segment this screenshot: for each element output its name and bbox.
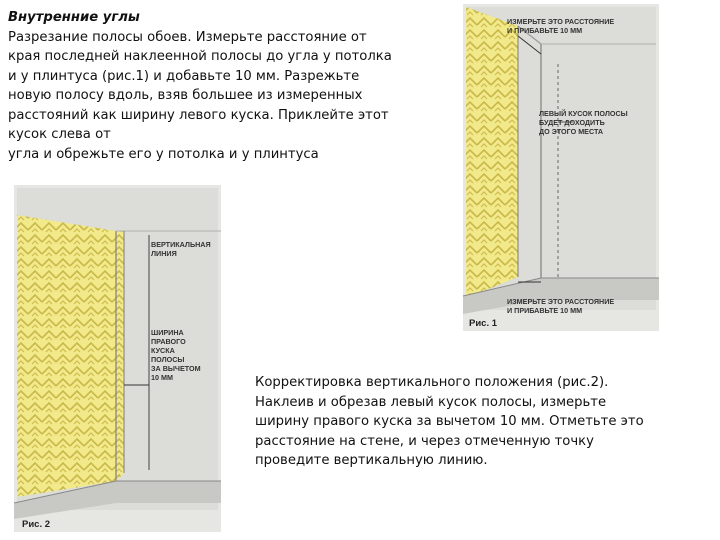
intro-paragraph: Разрезание полосы обоев. Измерьте рассто… — [8, 29, 392, 162]
fig1-mid-label-3: ДО ЭТОГО МЕСТА — [539, 127, 603, 136]
fig2-width-label-3: КУСКА — [151, 346, 175, 355]
fig2-width-label-2: ПРАВОГО — [151, 337, 186, 346]
figure-2-illustration: ВЕРТИКАЛЬНАЯ ЛИНИЯ ШИРИНА ПРАВОГО КУСКА … — [14, 185, 221, 532]
fig2-vertical-label-1: ВЕРТИКАЛЬНАЯ — [151, 240, 211, 249]
fig2-width-label-4: ПОЛОСЫ — [151, 355, 184, 364]
wallpaper-left-wall — [17, 215, 116, 497]
fig2-caption: Рис. 2 — [22, 519, 50, 530]
baseboard — [14, 481, 221, 519]
fig1-top-label-1: ИЗМЕРЬТЕ ЭТО РАССТОЯНИЕ — [507, 17, 614, 26]
figure-2: ВЕРТИКАЛЬНАЯ ЛИНИЯ ШИРИНА ПРАВОГО КУСКА … — [14, 185, 221, 532]
wallpaper-corner-wrap — [116, 231, 124, 481]
baseboard-edge-left — [463, 277, 542, 297]
section-heading: Внутренние углы — [8, 10, 140, 25]
correction-paragraph: Корректировка вертикального положения (р… — [255, 375, 644, 468]
fig2-width-label-6: 10 ММ — [151, 373, 173, 382]
wallpaper-left-wall — [466, 7, 518, 298]
corner-top — [517, 25, 542, 45]
fig2-width-label-5: ЗА ВЫЧЕТОМ — [151, 364, 201, 373]
fig1-mid-label-2: БУДЕТ ДОХОДИТЬ — [539, 118, 605, 127]
fig2-vertical-label-2: ЛИНИЯ — [151, 249, 177, 258]
figure-1-illustration: ИЗМЕРЬТЕ ЭТО РАССТОЯНИЕ И ПРИБАВЬТЕ 10 М… — [463, 4, 659, 331]
fig1-bottom-label-2: И ПРИБАВЬТЕ 10 ММ — [507, 306, 582, 315]
fig1-top-label-2: И ПРИБАВЬТЕ 10 ММ — [507, 26, 582, 35]
figure-1: ИЗМЕРЬТЕ ЭТО РАССТОЯНИЕ И ПРИБАВЬТЕ 10 М… — [463, 4, 659, 331]
baseboard-edge-left — [14, 480, 117, 504]
baseboard — [463, 278, 659, 314]
measure-top-arrow — [517, 35, 542, 55]
fig2-width-label-1: ШИРИНА — [151, 328, 184, 337]
fig1-caption: Рис. 1 — [469, 318, 498, 329]
fig1-bottom-label-1: ИЗМЕРЬТЕ ЭТО РАССТОЯНИЕ — [507, 297, 614, 306]
intro-block: Внутренние углы Разрезание полосы обоев.… — [8, 8, 438, 164]
fig1-mid-label-1: ЛЕВЫЙ КУСОК ПОЛОСЫ — [539, 109, 628, 118]
